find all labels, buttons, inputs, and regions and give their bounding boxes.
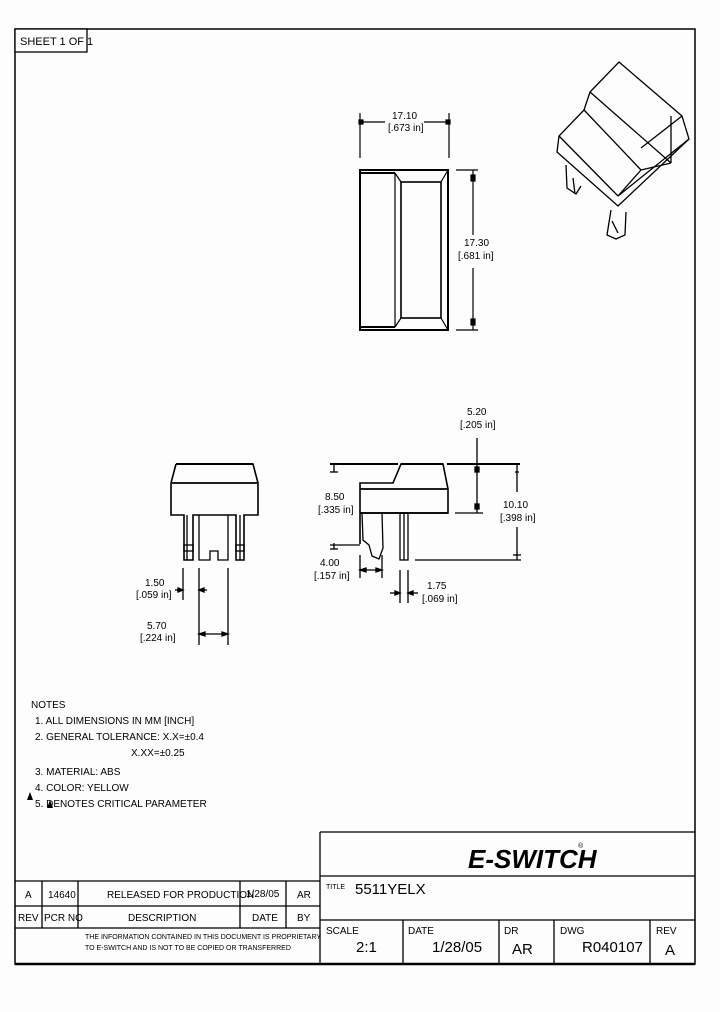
critical-triangle-icon <box>27 792 33 800</box>
top-height-mm: 17.30 <box>464 238 489 249</box>
cap-height-in: [.205 in] <box>460 420 496 431</box>
leg-width-in: [.157 in] <box>314 571 350 582</box>
pcr-no-header: PCR NO <box>44 913 83 924</box>
registered-mark: ® <box>578 842 584 850</box>
body-height-in: [.335 in] <box>318 505 354 516</box>
cap-height-mm: 5.20 <box>467 407 487 418</box>
pin-width-mm: 1.50 <box>145 578 165 589</box>
date-header: DATE <box>252 913 278 924</box>
title-value: 5511YELX <box>355 881 426 898</box>
pin-spacing-mm: 5.70 <box>147 621 167 632</box>
notes: NOTES 1. ALL DIMENSIONS IN MM [INCH] 2. … <box>27 700 207 810</box>
description-cell: RELEASED FOR PRODUCTION <box>107 890 254 901</box>
proprietary-notice-1: THE INFORMATION CONTAINED IN THIS DOCUME… <box>85 934 321 941</box>
drawing-frame <box>14 28 696 965</box>
proprietary-notice-2: TO E-SWITCH AND IS NOT TO BE COPIED OR T… <box>85 945 291 952</box>
body-height-mm: 8.50 <box>325 492 345 503</box>
note-3: 3. MATERIAL: ABS <box>35 767 121 778</box>
by-header: BY <box>297 913 311 924</box>
date-cell: 1/28/05 <box>246 889 280 900</box>
critical-triangle-icon <box>47 800 53 808</box>
title-block <box>319 831 695 964</box>
by-cell: AR <box>297 890 311 901</box>
logo-text: E-SWITCH <box>468 844 598 874</box>
scale-label: SCALE <box>326 926 359 937</box>
sheet-label-text: SHEET 1 OF 1 <box>20 36 93 48</box>
top-height-in: [.681 in] <box>458 251 494 262</box>
sheet-label: SHEET 1 OF 1 <box>14 28 93 53</box>
pin-width-in: [.059 in] <box>136 590 172 601</box>
date-value: 1/28/05 <box>432 939 482 956</box>
total-height-mm: 10.10 <box>503 500 528 511</box>
pcr-no-cell: 14640 <box>48 890 76 901</box>
pin-thickness-in: [.069 in] <box>422 594 458 605</box>
front-view <box>170 463 259 645</box>
rev-cell: A <box>25 890 32 901</box>
note-2b: X.XX=±0.25 <box>131 748 185 759</box>
side-view <box>330 438 521 603</box>
leg-width-mm: 4.00 <box>320 558 340 569</box>
note-1: 1. ALL DIMENSIONS IN MM [INCH] <box>35 716 194 727</box>
e-switch-logo: E-SWITCH ® <box>468 842 598 874</box>
notes-heading: NOTES <box>31 700 66 711</box>
pin-thickness-mm: 1.75 <box>427 581 447 592</box>
top-width-mm: 17.10 <box>392 111 417 122</box>
rev-value: A <box>665 942 675 959</box>
dr-label: DR <box>504 926 518 937</box>
note-2: 2. GENERAL TOLERANCE: X.X=±0.4 <box>35 732 204 743</box>
total-height-in: [.398 in] <box>500 513 536 524</box>
description-header: DESCRIPTION <box>128 913 196 924</box>
date-label: DATE <box>408 926 434 937</box>
dwg-value: R040107 <box>582 939 643 956</box>
note-5: 5. DENOTES CRITICAL PARAMETER <box>35 799 207 810</box>
top-width-in: [.673 in] <box>388 123 424 134</box>
dwg-label: DWG <box>560 926 585 937</box>
note-4: 4. COLOR: YELLOW <box>35 783 129 794</box>
pin-spacing-in: [.224 in] <box>140 633 176 644</box>
rev-header: REV <box>18 913 39 924</box>
scale-value: 2:1 <box>356 939 377 956</box>
isometric-view <box>556 61 690 240</box>
top-view <box>358 113 478 331</box>
title-label: TITLE <box>326 884 345 891</box>
dr-value: AR <box>512 941 533 958</box>
revision-table <box>15 880 320 929</box>
rev-label: REV <box>656 926 677 937</box>
